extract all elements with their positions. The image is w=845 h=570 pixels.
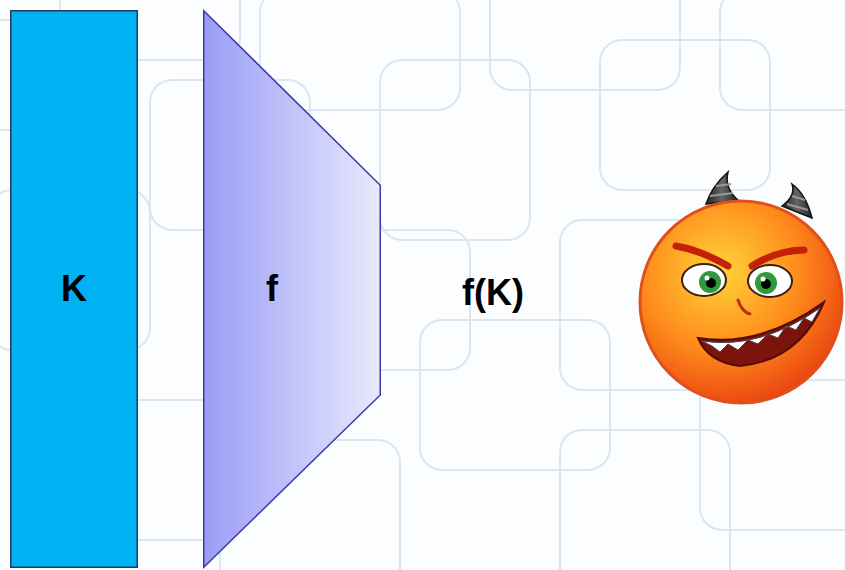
mouth xyxy=(698,302,824,366)
pattern-rect xyxy=(720,0,845,110)
horn-stripe xyxy=(787,196,808,210)
node-label: K xyxy=(61,268,87,310)
eyebrows xyxy=(676,246,804,266)
pattern-rect xyxy=(380,60,530,240)
output-label: f(K) xyxy=(462,272,524,314)
pattern-rect xyxy=(560,430,730,570)
nose xyxy=(738,300,750,314)
eye-highlight xyxy=(761,277,766,282)
trapezoid-shape xyxy=(204,11,381,568)
eye xyxy=(748,265,792,297)
horn xyxy=(706,172,738,204)
pattern-rect xyxy=(420,320,610,470)
input-block: K xyxy=(10,10,138,568)
horn-stripe xyxy=(710,184,733,196)
iris xyxy=(755,272,777,294)
grin xyxy=(698,302,824,366)
function-block: f xyxy=(203,10,381,568)
devil-face xyxy=(640,201,842,403)
node-label: f xyxy=(266,268,278,310)
pattern-rect xyxy=(490,0,680,90)
eye-highlight xyxy=(705,276,710,281)
eyes xyxy=(682,264,792,297)
trapezoid-outline xyxy=(203,10,381,568)
eyebrow xyxy=(752,250,804,266)
pattern-rect xyxy=(260,0,460,110)
pattern-rect xyxy=(600,40,770,190)
eye xyxy=(682,264,726,296)
eyebrow xyxy=(676,246,728,266)
iris xyxy=(699,271,721,293)
rect-shape xyxy=(11,11,138,568)
teeth xyxy=(702,308,820,352)
